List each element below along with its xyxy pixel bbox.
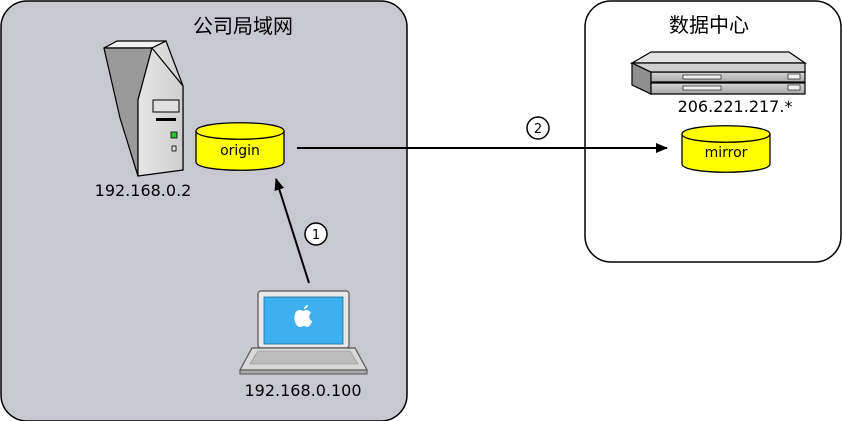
datacenter-server-ip: 206.221.217.* xyxy=(678,97,793,116)
mirror-label: mirror xyxy=(705,145,748,161)
datacenter-title: 数据中心 xyxy=(669,13,749,37)
rack-server-icon xyxy=(629,51,807,95)
laptop-icon xyxy=(238,290,369,375)
step-2-number: 2 xyxy=(534,122,542,137)
lan-server-ip: 192.168.0.2 xyxy=(95,181,192,200)
laptop-ip: 192.168.0.100 xyxy=(244,381,361,400)
step-1-number: 1 xyxy=(312,228,320,243)
mirror-database-icon: mirror xyxy=(681,125,771,173)
lan-title: 公司局域网 xyxy=(193,14,293,38)
origin-database-icon: origin xyxy=(195,122,285,171)
origin-label: origin xyxy=(220,143,260,159)
step-2-badge: 2 xyxy=(526,116,550,140)
step-1-badge: 1 xyxy=(304,222,328,246)
step-1-arrow xyxy=(274,178,310,284)
tower-server-icon xyxy=(103,40,184,177)
apple-logo-icon xyxy=(294,305,312,327)
